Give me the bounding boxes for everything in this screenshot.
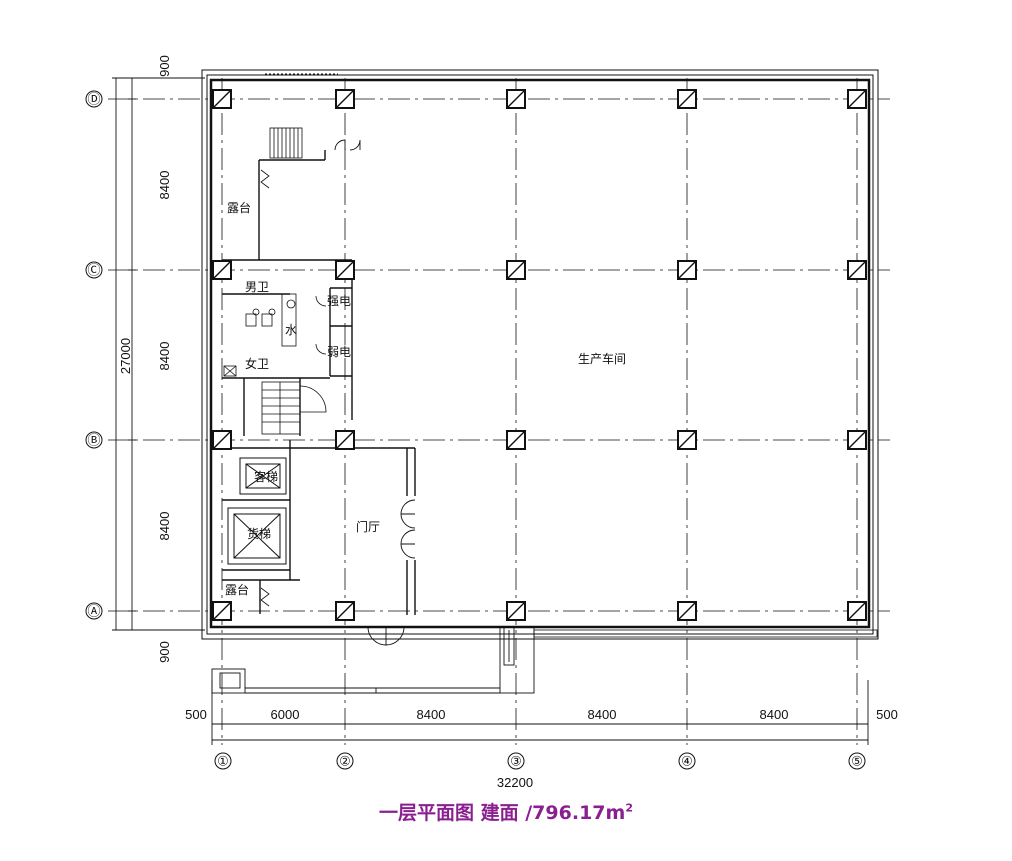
column-hatch-2-3 bbox=[677, 430, 697, 450]
dim-bottom-500-left: 500 bbox=[185, 707, 207, 722]
dimension-lines bbox=[112, 77, 869, 745]
room-freight-lift: 货梯 bbox=[247, 526, 271, 541]
column-hatch-3-4 bbox=[847, 601, 867, 621]
axis-label-b: Ⓑ bbox=[87, 433, 100, 448]
column-hatch-2-0 bbox=[212, 430, 232, 450]
axis-bubbles bbox=[85, 90, 866, 770]
axis-label-2: ② bbox=[339, 754, 351, 769]
column-hatch-0-4 bbox=[847, 89, 867, 109]
axis-label-d: Ⓓ bbox=[87, 92, 100, 107]
dim-left-900-bottom: 900 bbox=[157, 641, 172, 663]
column-hatch-2-4 bbox=[847, 430, 867, 450]
plan-title-superscript: 2 bbox=[625, 801, 633, 815]
dim-left-900-top: 900 bbox=[157, 55, 172, 77]
column-hatch-2-2 bbox=[506, 430, 526, 450]
dim-left-8400-a: 8400 bbox=[157, 171, 172, 200]
dim-bottom-8400-a: 8400 bbox=[417, 707, 446, 722]
axis-label-c: Ⓒ bbox=[87, 263, 100, 278]
dim-left-8400-c: 8400 bbox=[157, 512, 172, 541]
elevator-shafts bbox=[227, 457, 287, 565]
column-hatch-3-3 bbox=[677, 601, 697, 621]
dim-bottom-8400-b: 8400 bbox=[588, 707, 617, 722]
dim-bottom-total: 32200 bbox=[497, 775, 533, 790]
room-strong-electric: 强电 bbox=[327, 294, 351, 308]
axis-label-4: ④ bbox=[681, 754, 693, 769]
lobby-doors bbox=[334, 139, 416, 559]
room-water: 水 bbox=[285, 323, 297, 337]
column-hatch-3-2 bbox=[506, 601, 526, 621]
room-terrace-bottom: 露台 bbox=[225, 582, 249, 597]
axis-label-a: Ⓐ bbox=[87, 604, 100, 619]
stairs bbox=[261, 127, 327, 435]
building-outline bbox=[201, 69, 879, 640]
axis-label-5: ⑤ bbox=[851, 754, 863, 769]
wc-fixtures bbox=[223, 169, 327, 607]
dim-bottom-6000: 6000 bbox=[271, 707, 300, 722]
dim-left-total: 27000 bbox=[118, 338, 133, 374]
room-weak-electric: 弱电 bbox=[327, 345, 351, 359]
column-hatch-0-0 bbox=[212, 89, 232, 109]
column-hatch-2-1 bbox=[335, 430, 355, 450]
column-hatch-3-1 bbox=[335, 601, 355, 621]
column-hatch-0-1 bbox=[335, 89, 355, 109]
column-hatch-0-3 bbox=[677, 89, 697, 109]
room-mens-wc: 男卫 bbox=[245, 280, 269, 294]
entrance-ramps bbox=[211, 626, 535, 694]
structural-columns bbox=[212, 89, 867, 621]
plan-title-text: 一层平面图 建面 /796.17m bbox=[379, 802, 626, 824]
column-hatch-0-2 bbox=[506, 89, 526, 109]
axis-grid bbox=[108, 78, 890, 745]
axis-label-3: ③ bbox=[510, 754, 522, 769]
plan-title: 一层平面图 建面 /796.17m2 bbox=[0, 798, 1012, 825]
axis-label-1: ① bbox=[217, 754, 229, 769]
room-terrace-top: 露台 bbox=[227, 200, 251, 215]
room-womens-wc: 女卫 bbox=[245, 356, 269, 371]
room-passenger-lift: 客梯 bbox=[254, 469, 278, 484]
dim-bottom-8400-c: 8400 bbox=[760, 707, 789, 722]
room-workshop: 生产车间 bbox=[578, 351, 626, 366]
dim-left-8400-b: 8400 bbox=[157, 342, 172, 371]
column-hatch-1-1 bbox=[335, 260, 355, 280]
column-hatch-1-2 bbox=[506, 260, 526, 280]
column-hatch-3-0 bbox=[212, 601, 232, 621]
column-hatch-1-4 bbox=[847, 260, 867, 280]
core-partitions bbox=[222, 150, 416, 615]
dim-bottom-500-right: 500 bbox=[876, 707, 898, 722]
room-lobby: 门厅 bbox=[356, 519, 380, 534]
column-hatch-1-0 bbox=[212, 260, 232, 280]
column-hatch-1-3 bbox=[677, 260, 697, 280]
